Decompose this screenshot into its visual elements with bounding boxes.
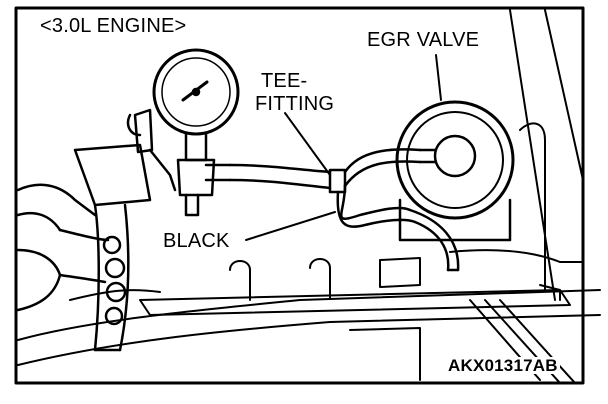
- figure-code: AKX01317AB: [446, 356, 560, 375]
- engine-background: [17, 9, 601, 384]
- egr-valve-label: EGR VALVE: [367, 29, 480, 51]
- engine-title: <3.0L ENGINE>: [40, 15, 187, 37]
- tee-fitting-label-line1: TEE-: [261, 70, 308, 92]
- egr-valve: [395, 100, 515, 242]
- tee-fitting-label-line2: FITTING: [255, 93, 335, 115]
- leader-lines: [245, 54, 442, 241]
- vacuum-hoses: [228, 148, 460, 272]
- hand-pump: [16, 108, 177, 352]
- figure-frame: [14, 6, 585, 385]
- black-hose-label: BLACK: [163, 230, 230, 252]
- vacuum-gauge: [152, 48, 240, 217]
